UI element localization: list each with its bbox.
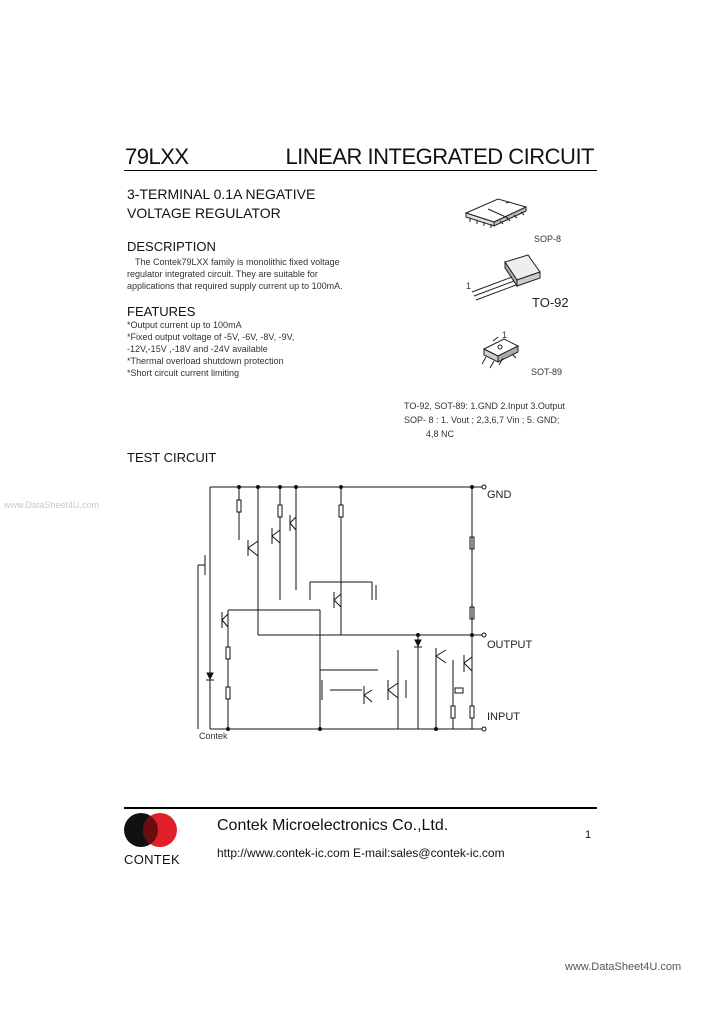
test-circuit-schematic [197, 484, 487, 732]
sop8-label: SOP-8 [534, 234, 562, 244]
output-label: OUTPUT [487, 639, 533, 651]
feature-item: *Output current up to 100mA [127, 320, 242, 330]
input-label: INPUT [487, 711, 520, 723]
test-circuit-heading: TEST CIRCUIT [127, 450, 217, 465]
brand-name: CONTEK [124, 852, 180, 867]
watermark-left: www.DataSheet4U.com [4, 500, 100, 510]
sot89-label: SOT-89 [531, 367, 563, 377]
sot89-pin-label: 1 [502, 330, 508, 340]
to92-label: TO-92 [532, 295, 569, 310]
description-heading: DESCRIPTION [127, 239, 216, 254]
sop8-package-drawing [464, 198, 528, 228]
features-heading: FEATURES [127, 304, 196, 319]
page-number: 1 [585, 829, 592, 841]
description-line: applications that required supply curren… [127, 281, 343, 291]
contek-logo [124, 813, 177, 847]
pin-info-line: SOP- 8 : 1. Vout ; 2,3,6,7 Vin ; 5. GND; [404, 415, 560, 425]
feature-item: *Short circuit current limiting [127, 368, 240, 378]
page-title: LINEAR INTEGRATED CIRCUIT [285, 144, 594, 169]
watermark-bottom: www.DataSheet4U.com [565, 961, 682, 973]
pin-info-line: 4,8 NC [426, 429, 455, 439]
feature-item: *Thermal overload shutdown protection [127, 356, 284, 366]
to92-package-drawing [471, 254, 541, 301]
contact-info: http://www.contek-ic.com E-mail:sales@co… [217, 846, 505, 860]
sot89-package-drawing [481, 336, 520, 369]
feature-item: *Fixed output voltage of -5V, -6V, -8V, … [127, 332, 295, 342]
subtitle-line-1: 3-TERMINAL 0.1A NEGATIVE [127, 186, 316, 202]
to92-pin-label: 1 [466, 281, 472, 291]
part-number: 79LXX [125, 144, 189, 169]
description-line: regulator integrated circuit. They are s… [127, 269, 318, 279]
circuit-brand-label: Contek [199, 731, 228, 741]
pin-info-line: TO-92, SOT-89: 1.GND 2.Input 3.Output [404, 401, 565, 411]
description-line: The Contek79LXX family is monolithic fix… [135, 257, 340, 267]
gnd-label: GND [487, 489, 512, 501]
company-name: Contek Microelectronics Co.,Ltd. [217, 817, 449, 834]
feature-item: -12V,-15V ,-18V and -24V available [127, 344, 268, 354]
subtitle-line-2: VOLTAGE REGULATOR [127, 205, 281, 221]
header-rule [124, 170, 597, 171]
